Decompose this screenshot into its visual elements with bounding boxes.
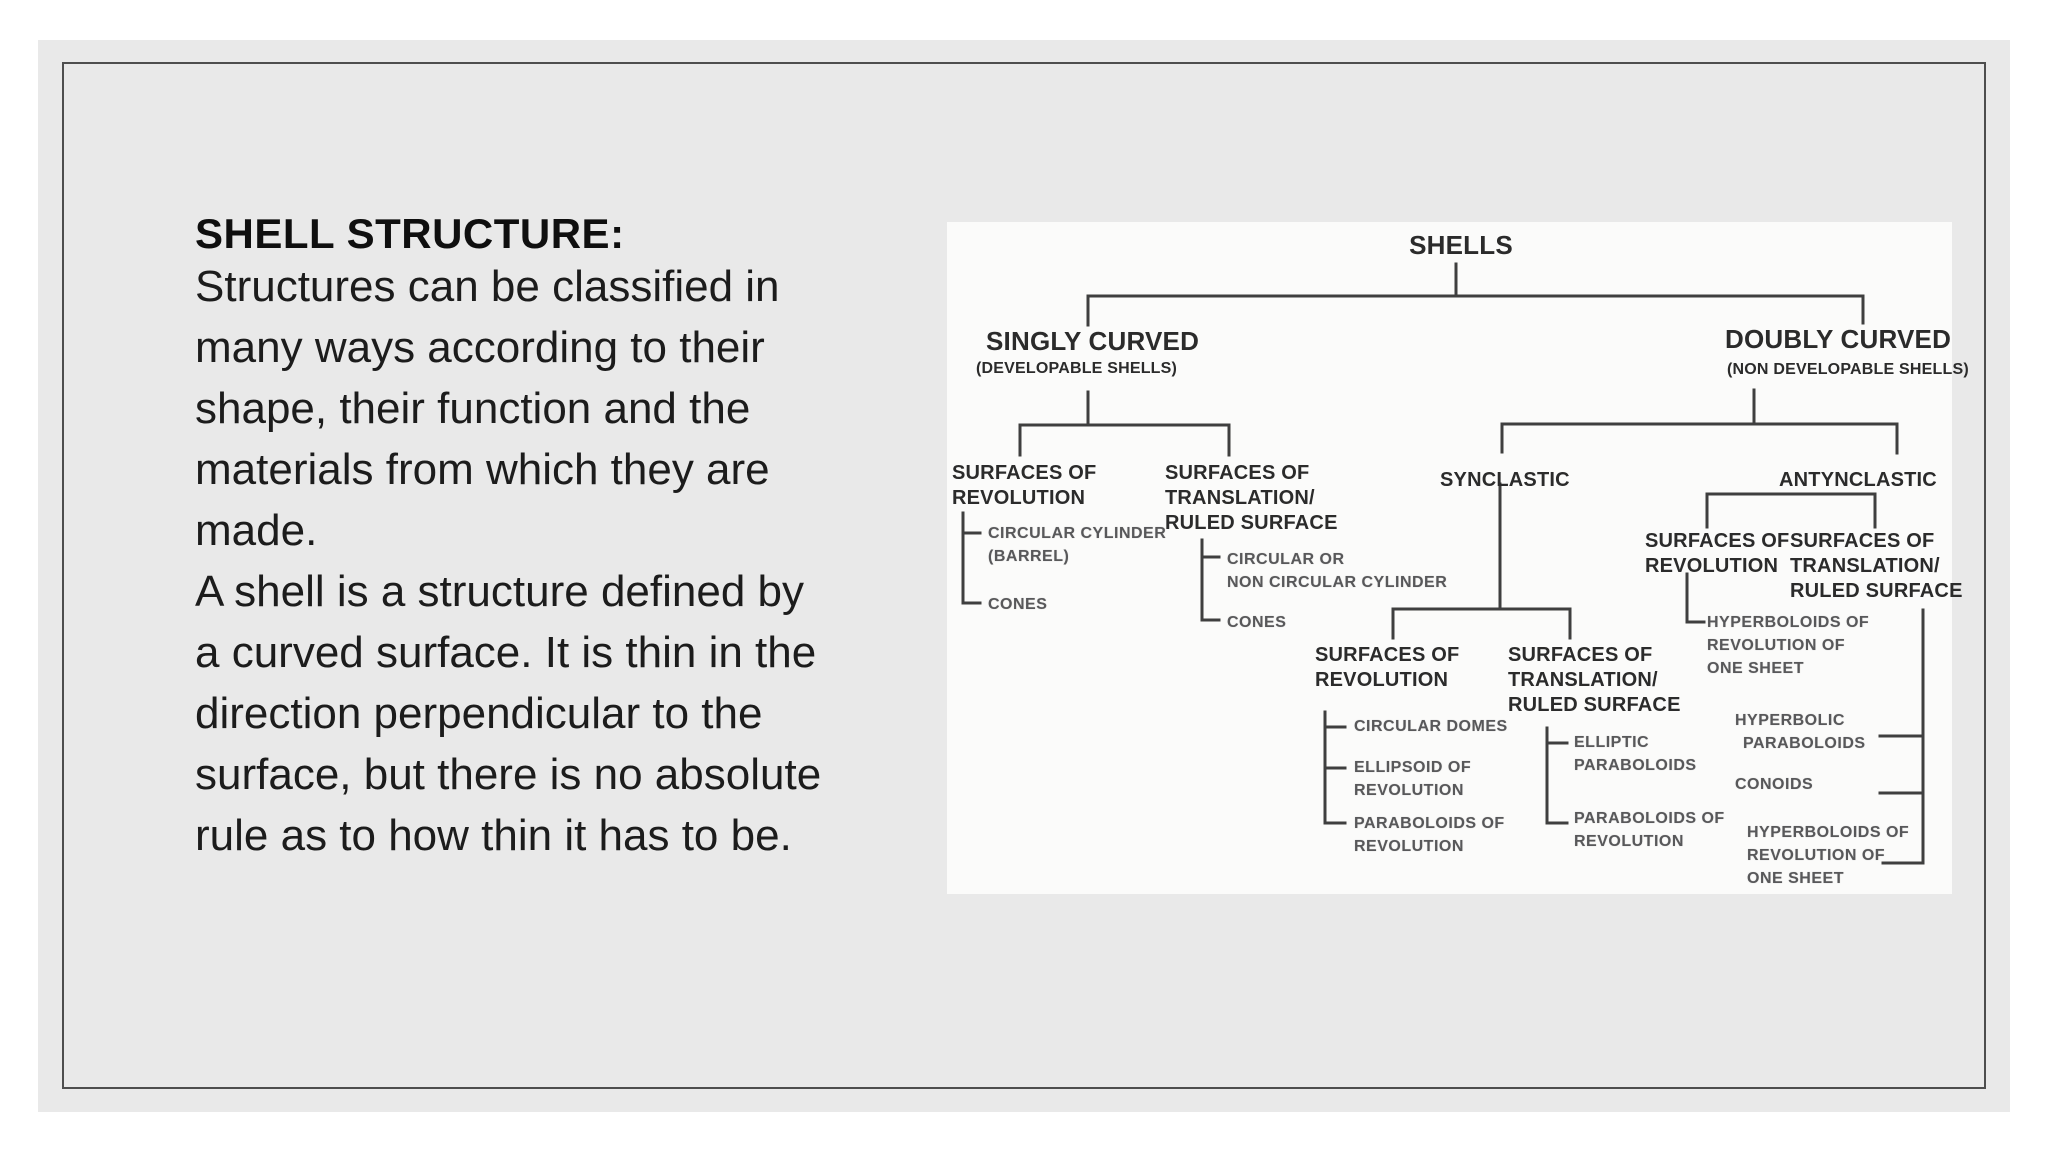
body-line: direction perpendicular to the: [195, 689, 763, 738]
node-surfaces-of-revolution-singly: SURFACES OF REVOLUTION: [952, 462, 1097, 509]
leaf-elliptic-paraboloids: ELLIPTIC PARABOLOIDS: [1574, 734, 1697, 774]
node-antynclastic: ANTYNCLASTIC: [1779, 469, 1937, 491]
body-line: shape, their function and the: [195, 384, 751, 433]
node-shells: SHELLS: [1409, 230, 1513, 260]
leaf-paraboloids-of-revolution-sync-right: PARABOLOIDS OF REVOLUTION: [1574, 810, 1725, 850]
slide-background: SHELL STRUCTURE: Structures can be class…: [38, 40, 2010, 1112]
node-surfaces-of-revolution-synclastic: SURFACES OF REVOLUTION: [1315, 644, 1460, 691]
body-line: materials from which they are: [195, 445, 770, 494]
body-line: made.: [195, 506, 318, 555]
leaf-circular-domes: CIRCULAR DOMES: [1354, 718, 1508, 735]
node-doubly-curved-subtitle: (NON DEVELOPABLE SHELLS): [1727, 361, 1969, 378]
leaf-cones-revolution: CONES: [988, 596, 1048, 613]
slide-frame-border: [62, 62, 1986, 1089]
leaf-ellipsoid-of-revolution: ELLIPSOID OF REVOLUTION: [1354, 759, 1472, 799]
node-synclastic: SYNCLASTIC: [1440, 469, 1570, 491]
body-line: many ways according to their: [195, 323, 765, 372]
node-surfaces-of-translation-singly: SURFACES OF TRANSLATION/ RULED SURFACE: [1165, 462, 1338, 534]
body-line: Structures can be classified in: [195, 262, 780, 311]
shells-classification-diagram: SHELLS SINGLY CURVED (DEVELOPABLE SHELLS…: [947, 222, 1969, 894]
diagram-connector-lines: [961, 262, 1925, 865]
slide-title: SHELL STRUCTURE:: [195, 210, 625, 257]
leaf-conoids: CONOIDS: [1735, 776, 1814, 793]
leaf-hyperboloids-of-revolution-one-sheet-right: HYPERBOLOIDS OF REVOLUTION OF ONE SHEET: [1747, 824, 1910, 887]
text-block: SHELL STRUCTURE: Structures can be class…: [195, 212, 985, 866]
node-singly-curved: SINGLY CURVED: [986, 326, 1200, 356]
node-surfaces-of-revolution-antynclastic: SURFACES OF REVOLUTION: [1645, 530, 1790, 577]
leaf-cones-translation: CONES: [1227, 614, 1287, 631]
node-surfaces-of-translation-antynclastic: SURFACES OF TRANSLATION/ RULED SURFACE: [1790, 530, 1963, 602]
body-line: A shell is a structure defined by: [195, 567, 804, 616]
node-surfaces-of-translation-synclastic: SURFACES OF TRANSLATION/ RULED SURFACE: [1508, 644, 1681, 716]
node-singly-curved-subtitle: (DEVELOPABLE SHELLS): [976, 360, 1178, 377]
body-line: surface, but there is no absolute: [195, 750, 822, 799]
leaf-circular-or-non-circular-cylinder: CIRCULAR OR NON CIRCULAR CYLINDER: [1227, 551, 1448, 591]
body-line: a curved surface. It is thin in the: [195, 628, 817, 677]
leaf-paraboloids-of-revolution-sync-left: PARABOLOIDS OF REVOLUTION: [1354, 815, 1505, 855]
leaf-circular-cylinder-barrel: CIRCULAR CYLINDER (BARREL): [988, 525, 1167, 565]
body-line: rule as to how thin it has to be.: [195, 811, 792, 860]
leaf-hyperboloids-of-revolution-one-sheet-left: HYPERBOLOIDS OF REVOLUTION OF ONE SHEET: [1707, 614, 1870, 677]
node-doubly-curved: DOUBLY CURVED: [1725, 324, 1952, 354]
leaf-hyperbolic-paraboloids: HYPERBOLIC PARABOLOIDS: [1735, 712, 1866, 752]
body-text: Structures can be classified in many way…: [195, 256, 985, 866]
